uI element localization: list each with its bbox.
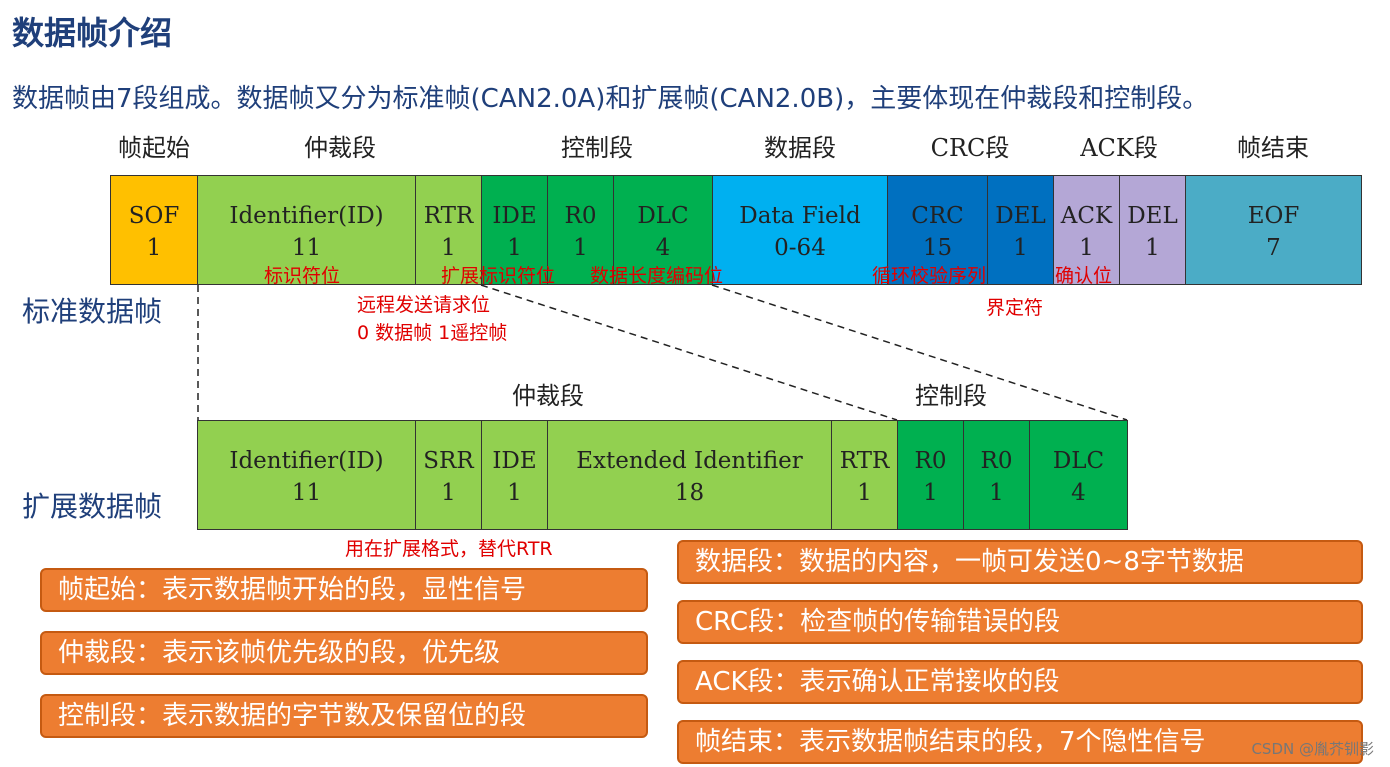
dashed-line-right bbox=[711, 284, 1128, 421]
field-name: CRC bbox=[911, 203, 964, 229]
std-field-data-field: Data Field 0-64 bbox=[712, 175, 888, 285]
note-rtr-values: 0 数据帧 1遥控帧 bbox=[357, 322, 508, 344]
field-name: ACK bbox=[1060, 203, 1113, 229]
field-bits: 4 bbox=[1071, 480, 1086, 506]
field-name: EOF bbox=[1247, 203, 1300, 229]
ext-field-rtr: RTR 1 bbox=[831, 420, 898, 530]
note-identifier-bits: 标识符位 bbox=[264, 265, 341, 287]
field-bits: 0-64 bbox=[774, 235, 826, 261]
field-bits: 4 bbox=[655, 235, 671, 261]
field-bits: 1 bbox=[507, 235, 522, 261]
field-bits: 1 bbox=[146, 235, 162, 261]
field-bits: 15 bbox=[922, 235, 953, 261]
field-bits: 1 bbox=[1079, 235, 1094, 261]
field-bits: 1 bbox=[441, 235, 456, 261]
field-bits: 1 bbox=[857, 480, 872, 506]
std-field-eof: EOF 7 bbox=[1185, 175, 1362, 285]
field-name: R0 bbox=[980, 448, 1013, 474]
extended-frame-label: 扩展数据帧 bbox=[22, 490, 163, 523]
std-segment-eof-label: 帧结束 bbox=[1237, 134, 1309, 162]
std-segment-crc-label: CRC段 bbox=[930, 134, 1010, 162]
field-name: SRR bbox=[423, 448, 474, 474]
dashed-line-middle bbox=[480, 284, 898, 421]
note-data-length-code: 数据长度编码位 bbox=[590, 265, 724, 287]
note-crc-sequence: 循环校验序列 bbox=[872, 265, 987, 287]
callout-arbitration: 仲裁段：表示该帧优先级的段，优先级 bbox=[40, 631, 648, 675]
callout-control: 控制段：表示数据的字节数及保留位的段 bbox=[40, 694, 648, 738]
callout-sof: 帧起始：表示数据帧开始的段，显性信号 bbox=[40, 568, 648, 612]
ext-field-dlc: DLC 4 bbox=[1029, 420, 1128, 530]
field-name: Data Field bbox=[739, 203, 861, 229]
field-name: RTR bbox=[839, 448, 890, 474]
std-field-ack-del: DEL 1 bbox=[1119, 175, 1186, 285]
field-name: DLC bbox=[637, 203, 689, 229]
note-remote-request-bit: 远程发送请求位 bbox=[357, 294, 491, 316]
ext-segment-arbitration-label: 仲裁段 bbox=[512, 382, 584, 410]
note-srr-replaces-rtr: 用在扩展格式，替代RTR bbox=[345, 538, 553, 560]
field-name: R0 bbox=[564, 203, 597, 229]
page-subtitle: 数据帧由7段组成。数据帧又分为标准帧(CAN2.0A)和扩展帧(CAN2.0B)… bbox=[12, 84, 1209, 114]
field-name: Extended Identifier bbox=[576, 448, 803, 474]
note-ack-bit: 确认位 bbox=[1055, 265, 1113, 287]
ext-segment-control-label: 控制段 bbox=[915, 382, 987, 410]
field-bits: 1 bbox=[1013, 235, 1028, 261]
field-name: Identifier(ID) bbox=[229, 448, 384, 474]
field-bits: 18 bbox=[674, 480, 705, 506]
standard-frame-label: 标准数据帧 bbox=[22, 295, 163, 328]
ext-field-extended-identifier: Extended Identifier 18 bbox=[547, 420, 832, 530]
std-segment-arbitration-label: 仲裁段 bbox=[304, 134, 376, 162]
ext-field-ide: IDE 1 bbox=[481, 420, 548, 530]
field-bits: 1 bbox=[1145, 235, 1160, 261]
field-bits: 11 bbox=[291, 235, 322, 261]
std-segment-sof-label: 帧起始 bbox=[118, 134, 190, 162]
note-extended-identifier-bit: 扩展标识符位 bbox=[441, 265, 556, 287]
field-name: R0 bbox=[914, 448, 947, 474]
field-name: SOF bbox=[128, 203, 180, 229]
std-field-r0: R0 1 bbox=[547, 175, 614, 285]
field-bits: 1 bbox=[507, 480, 522, 506]
callout-data: 数据段：数据的内容，一帧可发送0~8字节数据 bbox=[677, 540, 1363, 584]
field-name: IDE bbox=[492, 203, 537, 229]
field-bits: 7 bbox=[1266, 235, 1281, 261]
field-name: RTR bbox=[423, 203, 474, 229]
field-bits: 1 bbox=[989, 480, 1004, 506]
field-bits: 11 bbox=[291, 480, 322, 506]
watermark: CSDN @胤芥钏影 bbox=[1251, 740, 1374, 758]
field-name: DEL bbox=[995, 203, 1046, 229]
field-bits: 1 bbox=[441, 480, 456, 506]
std-field-crc: CRC 15 bbox=[887, 175, 988, 285]
std-field-ide: IDE 1 bbox=[481, 175, 548, 285]
std-segment-control-label: 控制段 bbox=[561, 134, 633, 162]
field-bits: 1 bbox=[923, 480, 938, 506]
page-title: 数据帧介绍 bbox=[12, 14, 173, 52]
ext-field-r0-b: R0 1 bbox=[963, 420, 1030, 530]
field-bits: 1 bbox=[573, 235, 588, 261]
ext-field-srr: SRR 1 bbox=[415, 420, 482, 530]
std-field-identifier: Identifier(ID) 11 bbox=[197, 175, 416, 285]
field-name: Identifier(ID) bbox=[229, 203, 384, 229]
callout-ack: ACK段：表示确认正常接收的段 bbox=[677, 660, 1363, 704]
ext-field-identifier: Identifier(ID) 11 bbox=[197, 420, 416, 530]
std-field-ack: ACK 1 bbox=[1053, 175, 1120, 285]
field-name: IDE bbox=[492, 448, 537, 474]
field-name: DEL bbox=[1127, 203, 1178, 229]
callout-crc: CRC段：检查帧的传输错误的段 bbox=[677, 600, 1363, 644]
std-field-crc-del: DEL 1 bbox=[987, 175, 1054, 285]
ext-field-r0-a: R0 1 bbox=[897, 420, 964, 530]
std-field-rtr: RTR 1 bbox=[415, 175, 482, 285]
std-segment-ack-label: ACK段 bbox=[1080, 134, 1158, 162]
field-name: DLC bbox=[1052, 448, 1105, 474]
std-segment-data-label: 数据段 bbox=[764, 134, 836, 162]
note-delimiter: 界定符 bbox=[986, 297, 1044, 319]
callout-eof: 帧结束：表示数据帧结束的段，7个隐性信号 bbox=[677, 720, 1363, 764]
